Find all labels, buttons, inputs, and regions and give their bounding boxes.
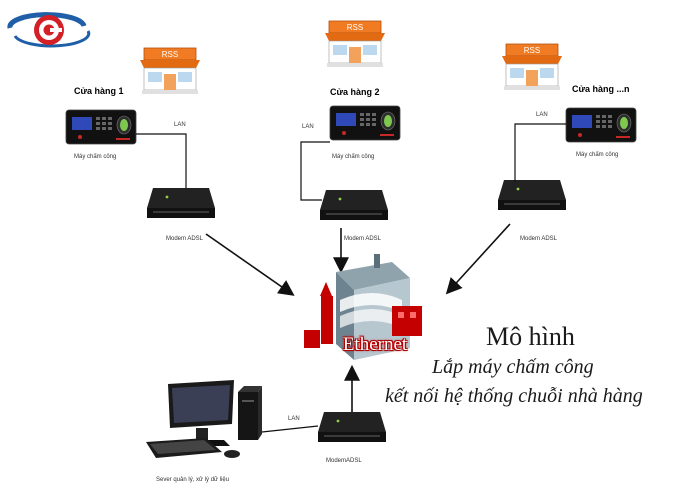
attendance-machine-store-2 bbox=[329, 105, 401, 141]
server-modem-label: ModemADSL bbox=[326, 458, 362, 464]
lan-cable-store-n bbox=[514, 123, 566, 182]
store-1-device-label: Máy chấm công bbox=[74, 154, 117, 160]
store-1-name: Cửa hàng 1 bbox=[74, 86, 124, 96]
modem-icon-store-1 bbox=[147, 188, 215, 218]
store-1-lan-label: LAN bbox=[174, 122, 186, 128]
server-label: Sever quản lý, xử lý dữ liệu bbox=[156, 477, 230, 483]
store-n-name: Cửa hàng ...n bbox=[572, 84, 630, 94]
diagram-subtitle-line-2: kết nối hệ thống chuỗi nhà hàng bbox=[385, 385, 643, 407]
store-n-modem-label: Modem ADSL bbox=[520, 236, 558, 242]
server-computer-icon bbox=[146, 380, 262, 458]
modem-icon-store-n bbox=[498, 180, 566, 210]
shop-icon-store-2 bbox=[324, 20, 386, 68]
server-lan-label: LAN bbox=[288, 416, 300, 422]
store-2-modem-label: Modem ADSL bbox=[344, 236, 382, 242]
attendance-machine-store-n bbox=[565, 107, 637, 143]
modem-icon-store-2 bbox=[320, 190, 388, 220]
diagram-subtitle-line-1: Lắp máy chấm công bbox=[432, 356, 594, 378]
lan-cable-store-2 bbox=[300, 141, 330, 201]
attendance-machine-store-1 bbox=[65, 109, 137, 145]
modem-icon-server bbox=[318, 412, 386, 442]
shop-icon-store-1 bbox=[139, 47, 201, 95]
store-2-name: Cửa hàng 2 bbox=[330, 87, 380, 97]
store-2-lan-label: LAN bbox=[302, 124, 314, 130]
lan-cable-store-1 bbox=[136, 133, 187, 188]
arrow-store-n-to-network bbox=[445, 223, 511, 295]
diagram-title: Mô hình bbox=[486, 322, 575, 351]
company-logo bbox=[7, 12, 91, 48]
shop-icon-store-n bbox=[501, 43, 563, 91]
network-building-icon bbox=[304, 254, 422, 360]
arrow-store-1-to-network bbox=[205, 233, 295, 296]
lan-cable-server bbox=[261, 425, 319, 433]
store-n-device-label: Máy chấm công bbox=[576, 152, 619, 158]
network-label: Ethernet bbox=[342, 334, 408, 355]
store-1-modem-label: Modem ADSL bbox=[166, 236, 204, 242]
store-2-device-label: Máy chấm công bbox=[332, 154, 375, 160]
store-n-lan-label: LAN bbox=[536, 112, 548, 118]
